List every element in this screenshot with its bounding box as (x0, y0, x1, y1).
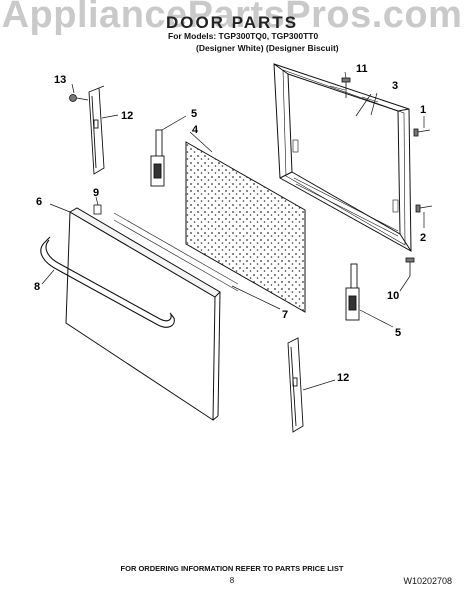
screw-2 (415, 204, 433, 213)
callout-11: 11 (356, 63, 368, 75)
callout-12-lower: 12 (337, 372, 349, 384)
callout-12-upper: 12 (121, 110, 133, 122)
callout-13: 13 (54, 74, 66, 86)
hinge-upper (150, 129, 165, 187)
screw-11 (341, 77, 351, 98)
inner-door-frame (273, 63, 412, 252)
callout-9: 9 (93, 187, 99, 199)
page-title: DOOR PARTS (165, 13, 299, 32)
watermark: AppliancePartsPros.com (1, 0, 463, 36)
side-channel-upper (88, 85, 105, 175)
callout-labels: 13 12 5 4 11 3 1 2 9 6 8 7 10 5 12 (34, 63, 426, 384)
callout-7: 7 (282, 309, 288, 321)
model-numbers: For Models: TGP300TQ0, TGP300TT0 (168, 31, 319, 41)
document-id: W10202708 (403, 576, 452, 586)
callout-5-upper: 5 (191, 108, 197, 120)
callout-8: 8 (34, 281, 40, 293)
callout-5-lower: 5 (395, 327, 401, 339)
screw-10 (405, 257, 415, 276)
screw-13 (69, 94, 89, 102)
callout-1: 1 (420, 104, 426, 116)
screw-1 (413, 128, 431, 137)
callout-4: 4 (192, 124, 199, 136)
callout-10: 10 (387, 290, 399, 302)
callout-2: 2 (420, 232, 426, 244)
leader-lines (41, 71, 425, 391)
insulation-panel (185, 141, 306, 313)
ordering-note: FOR ORDERING INFORMATION REFER TO PARTS … (120, 564, 344, 573)
model-variants: (Designer White) (Designer Biscuit) (196, 43, 339, 53)
callout-3: 3 (392, 80, 398, 92)
callout-6: 6 (36, 196, 42, 208)
page-number: 8 (229, 576, 235, 585)
window-strip (113, 212, 239, 292)
door-handle (40, 236, 175, 328)
hinge-lower (345, 263, 360, 321)
clip-9 (93, 204, 102, 215)
side-channel-lower (287, 337, 304, 433)
outer-door-panel (65, 207, 221, 421)
